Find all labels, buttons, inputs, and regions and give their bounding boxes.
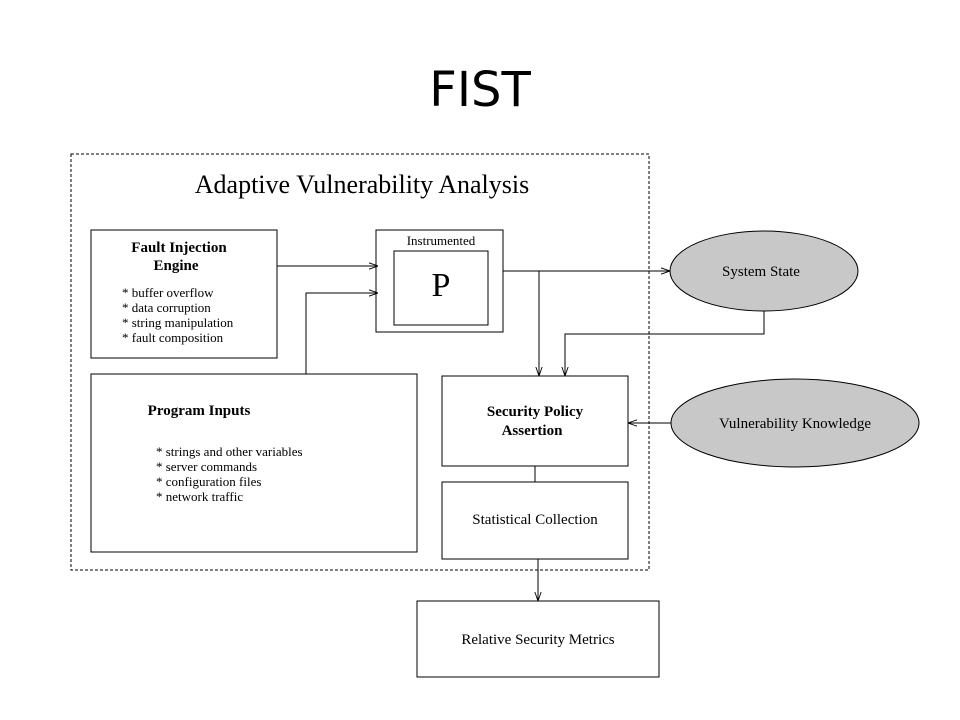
fault-item: * fault composition	[122, 330, 224, 345]
boundary-title: Adaptive Vulnerability Analysis	[195, 170, 529, 199]
fault-injection-title-line1: Fault Injection	[131, 240, 227, 256]
relative-security-metrics-box	[416, 600, 660, 678]
program-input-item: * strings and other variables	[156, 444, 303, 459]
program-p-box	[393, 250, 489, 326]
program-input-item: * configuration files	[156, 474, 261, 489]
fault-item: * buffer overflow	[122, 285, 214, 300]
security-policy-line1: Security Policy	[487, 404, 584, 420]
relative-security-metrics-label: Relative Security Metrics	[461, 632, 614, 648]
fault-injection-title-line2: Engine	[153, 258, 198, 274]
fault-item: * string manipulation	[122, 315, 234, 330]
program-input-item: * network traffic	[156, 489, 243, 504]
statistical-collection-box	[441, 481, 629, 560]
program-inputs-box	[90, 373, 418, 553]
fault-item: * data corruption	[122, 300, 211, 315]
program-p-symbol: P	[432, 267, 451, 304]
system-state-label: System State	[722, 264, 800, 280]
vulnerability-knowledge-label: Vulnerability Knowledge	[719, 416, 871, 432]
instrumented-label: Instrumented	[407, 233, 476, 248]
program-inputs-title: Program Inputs	[148, 403, 251, 419]
statistical-collection-label: Statistical Collection	[472, 512, 598, 528]
arrow-inputs-to-program	[305, 293, 378, 374]
adaptive-analysis-boundary	[70, 153, 650, 571]
program-input-item: * server commands	[156, 459, 257, 474]
security-policy-box	[441, 375, 629, 467]
arrow-system-state-to-security-policy	[565, 311, 765, 376]
fault-injection-engine-box	[90, 229, 278, 359]
security-policy-line2: Assertion	[502, 423, 563, 439]
slide-title: FIST	[429, 62, 531, 118]
